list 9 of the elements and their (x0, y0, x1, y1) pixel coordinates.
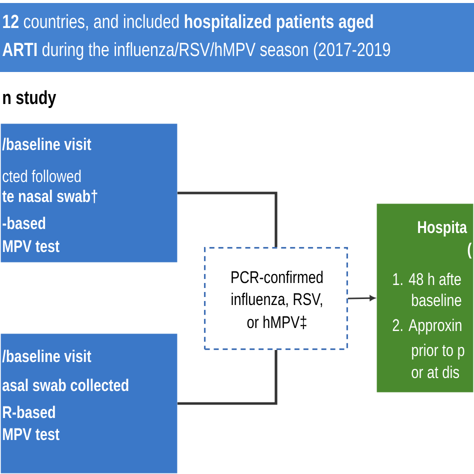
banner-text: 12 countries, and included hospitalized patients aged (3, 14, 373, 32)
outcome-box: Hospita ( 1. 48 h afte baseline 2. Approxin prior to p or at dis (376, 204, 474, 392)
connector-line (177, 350, 278, 405)
connector-line (177, 192, 278, 247)
arrow (348, 295, 376, 301)
process-box: /baseline visit cted followed te nasal swab† -based MPV test (0, 124, 178, 262)
process-box: /baseline visit asal swab collected R-based MPV test (0, 334, 178, 474)
dashed-box: PCR-confirmed influenza, RSV, or hMPV‡ (204, 247, 348, 350)
banner-text: ARTI during the influenza/RSV/hMPV season (2017-2019 (2, 42, 390, 60)
